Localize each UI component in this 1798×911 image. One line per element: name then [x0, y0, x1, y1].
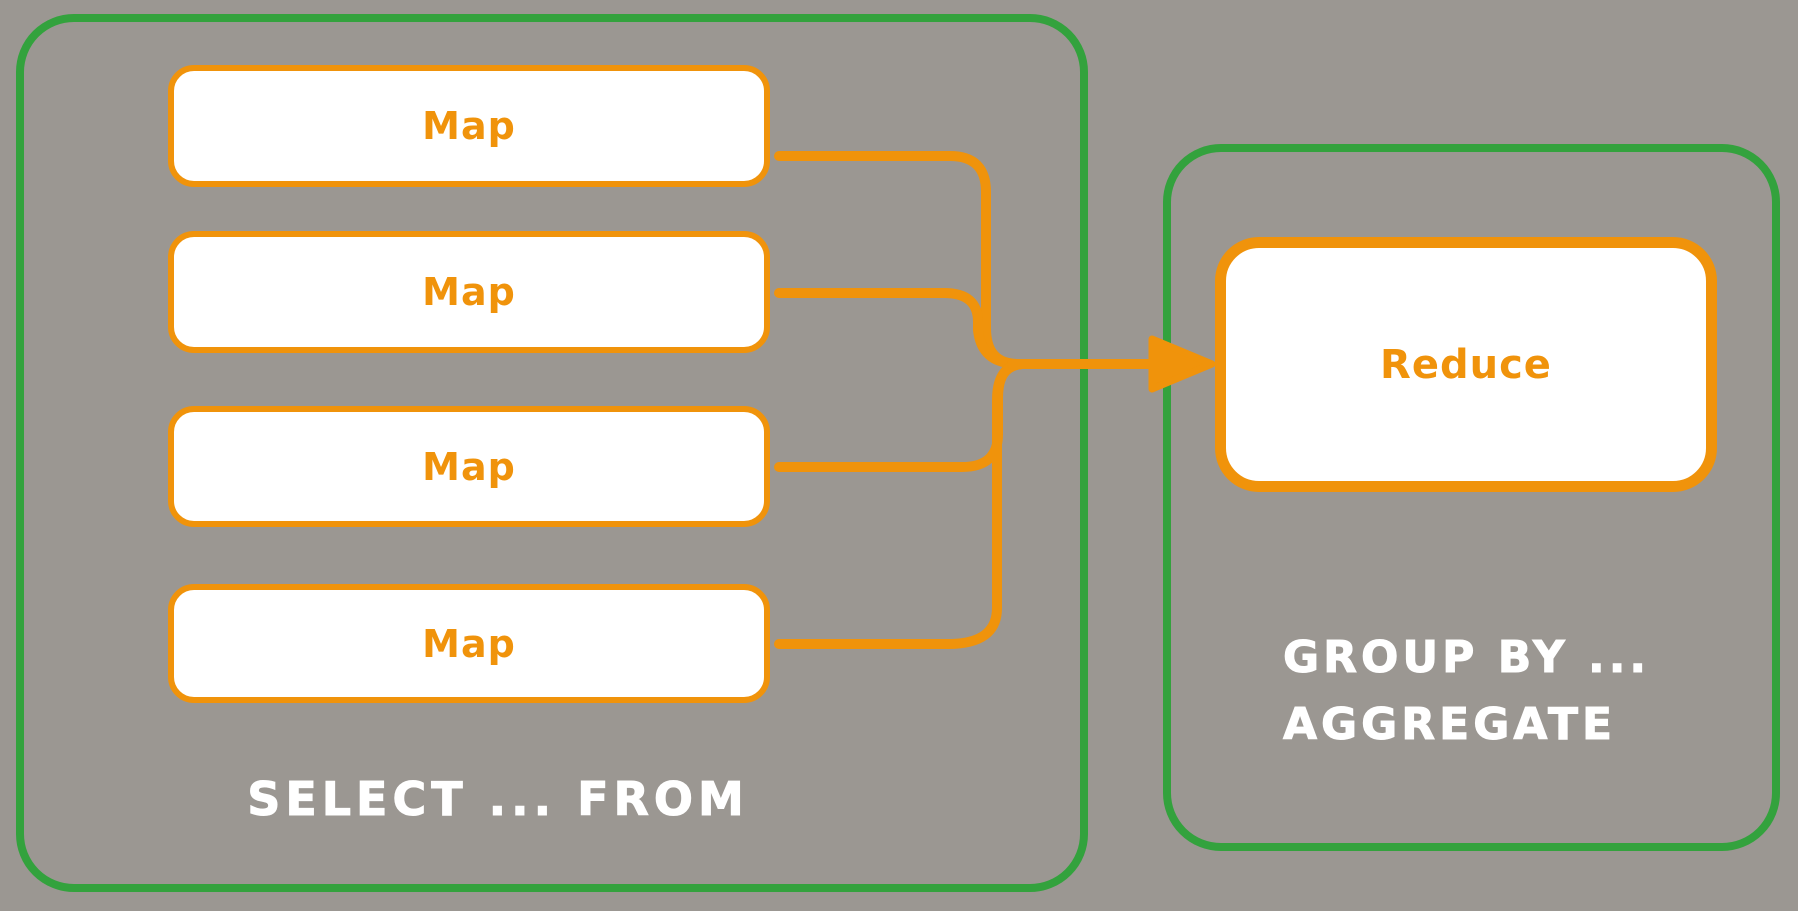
reduce-stage-container [1163, 144, 1780, 851]
map-node-4: Map [168, 584, 770, 703]
reduce-stage-caption: GROUP BY ... AGGREGATE [1282, 624, 1651, 758]
map-stage-container [16, 14, 1088, 892]
reduce-node-label: Reduce [1380, 341, 1552, 388]
map-node-1: Map [168, 65, 770, 187]
map-node-1-label: Map [422, 104, 516, 148]
map-node-2: Map [168, 231, 770, 353]
map-stage-caption: SELECT ... FROM [247, 772, 749, 827]
map-node-3-label: Map [422, 444, 516, 489]
reduce-stage-caption-line2: AGGREGATE [1282, 699, 1617, 751]
map-node-2-label: Map [422, 270, 516, 314]
map-node-4-label: Map [422, 621, 516, 666]
map-node-3: Map [168, 406, 770, 527]
reduce-stage-caption-line1: GROUP BY ... [1282, 632, 1651, 684]
reduce-node: Reduce [1215, 237, 1717, 492]
